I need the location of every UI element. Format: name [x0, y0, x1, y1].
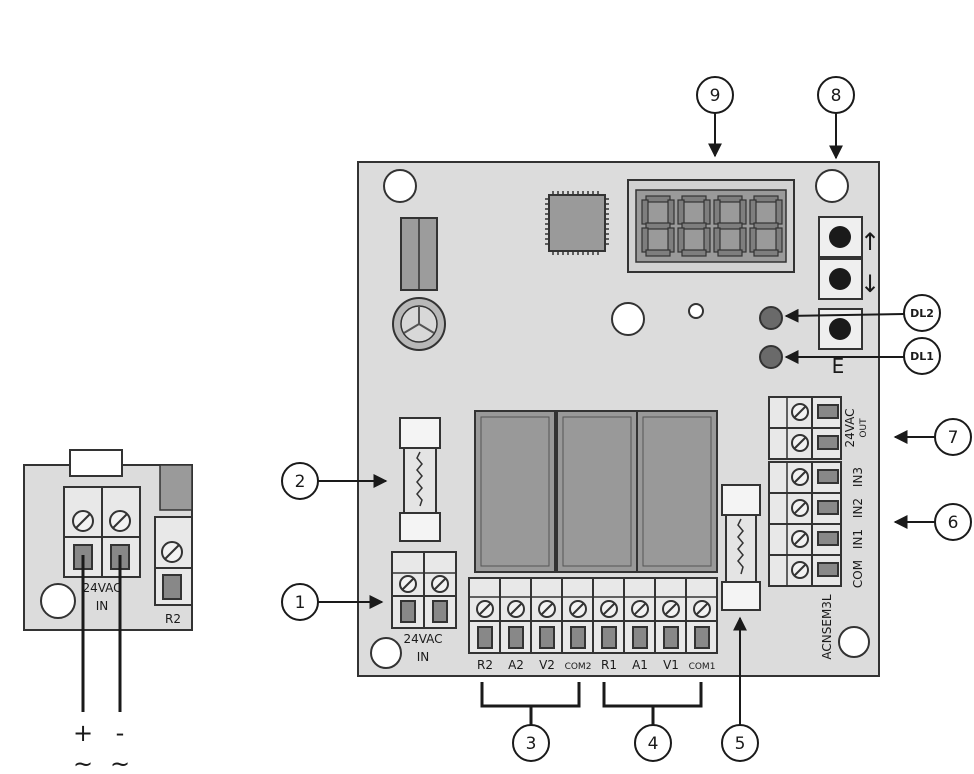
power-out-label-out: OUT [859, 418, 869, 438]
mounting-hole [838, 626, 870, 658]
mounting-hole [40, 583, 76, 619]
inset-detail: R2 24VAC IN + - ~ ~ [23, 449, 193, 774]
microcontroller-chip [545, 191, 609, 255]
inset-power-label-in: IN [96, 599, 109, 613]
svg-text:8: 8 [831, 86, 842, 106]
terminal-label-com1: COM1 [689, 662, 716, 672]
arrow-up-icon: ↑ [860, 228, 880, 256]
power-out-label: 24VAC [843, 408, 857, 447]
digit-icon [749, 195, 783, 257]
terminal-label-r2: R2 [477, 658, 493, 672]
callout-3: 3 [480, 682, 581, 762]
svg-text:2: 2 [295, 472, 306, 492]
arrow-down-icon: ↓ [860, 270, 880, 298]
relay [474, 410, 556, 573]
svg-text:4: 4 [648, 734, 659, 754]
ac-symbol: ~ [73, 750, 93, 774]
inset-power-label: 24VAC [82, 581, 121, 595]
svg-text:9: 9 [710, 86, 721, 106]
terminal-label-r1: R1 [601, 658, 617, 672]
input-label-in3: IN3 [851, 467, 865, 487]
svg-text:7: 7 [948, 428, 959, 448]
power-in-terminal [391, 551, 457, 629]
input-label-com: COM [851, 560, 865, 588]
fuse-right [721, 484, 761, 611]
terminal-label-v2: V2 [539, 658, 555, 672]
terminal-label-a2: A2 [508, 658, 524, 672]
callout-8: 8 [817, 76, 855, 160]
power-out-terminal [768, 396, 842, 460]
svg-text:5: 5 [735, 734, 746, 754]
input-label-in1: IN1 [851, 529, 865, 549]
relay [636, 410, 718, 573]
mounting-hole [370, 637, 402, 669]
seven-segment-display [627, 179, 795, 273]
led-dl2 [759, 306, 783, 330]
callout-1: 1 [281, 583, 384, 621]
small-hole [688, 303, 704, 319]
button-up[interactable] [818, 216, 863, 258]
input-label-in2: IN2 [851, 498, 865, 518]
inset-r2-label: R2 [165, 612, 181, 626]
terminal-label-com2: COM2 [565, 662, 592, 672]
relay-output-terminals [468, 577, 718, 654]
terminal-label-v1: V1 [663, 658, 679, 672]
power-in-label: 24VAC [403, 632, 442, 646]
inputs-terminal [768, 461, 842, 587]
callout-7: 7 [893, 418, 972, 456]
callout-5: 5 [721, 616, 759, 762]
fuse-left [399, 417, 441, 542]
ac-symbol: ~ [110, 750, 130, 774]
plus-symbol: + [73, 719, 93, 747]
svg-text:1: 1 [295, 593, 306, 613]
digit-icon [641, 195, 675, 257]
callout-4: 4 [602, 682, 703, 762]
svg-text:DL2: DL2 [910, 307, 934, 320]
terminal-label-a1: A1 [632, 658, 648, 672]
main-board: ↑ ↓ E [357, 161, 880, 677]
minus-symbol: - [116, 719, 125, 747]
enter-label: E [832, 354, 845, 378]
mounting-hole [383, 169, 417, 203]
board-name: ACNSEM3L [820, 594, 834, 660]
digit-icon [713, 195, 747, 257]
button-down[interactable] [818, 258, 863, 300]
mounting-hole [815, 169, 849, 203]
svg-text:DL1: DL1 [910, 350, 934, 363]
callout-dl1: DL1 [784, 337, 941, 375]
svg-text:3: 3 [526, 734, 537, 754]
callout-6: 6 [893, 503, 972, 541]
callout-dl2: DL2 [784, 294, 941, 332]
relay [556, 410, 638, 573]
svg-text:6: 6 [948, 513, 959, 533]
led-dl1 [759, 345, 783, 369]
mounting-hole [611, 302, 645, 336]
callout-2: 2 [281, 462, 388, 500]
digit-icon [677, 195, 711, 257]
callout-9: 9 [696, 76, 734, 158]
power-in-label-in: IN [417, 650, 430, 664]
